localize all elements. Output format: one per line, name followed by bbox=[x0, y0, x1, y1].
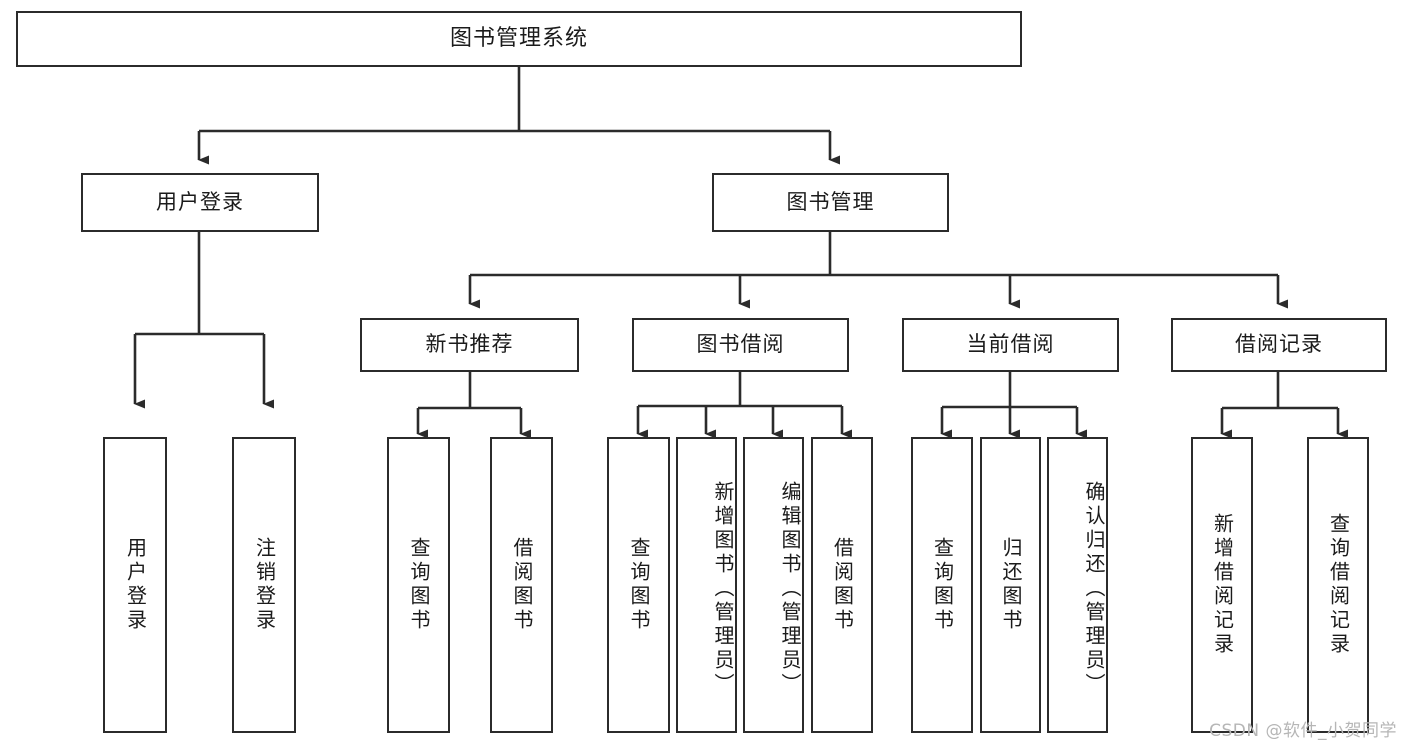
node-label: 借阅图书 bbox=[510, 537, 534, 633]
node-label: 归还图书 bbox=[999, 537, 1023, 633]
node-label: 编辑图书（管理员） bbox=[778, 481, 802, 697]
node-new-book-recommend[interactable]: 新书推荐 bbox=[360, 318, 579, 372]
leaf-user-login[interactable]: 用户登录 bbox=[103, 437, 167, 733]
leaf-user-logout[interactable]: 注销登录 bbox=[232, 437, 296, 733]
node-label: 图书借阅 bbox=[696, 332, 785, 357]
node-label: 查询图书 bbox=[407, 537, 431, 633]
leaf-add-borrow-record[interactable]: 新增借阅记录 bbox=[1191, 437, 1253, 733]
node-label: 借阅记录 bbox=[1235, 332, 1323, 357]
node-label: 新增图书（管理员） bbox=[711, 481, 735, 697]
leaf-borrow-book-recommend[interactable]: 借阅图书 bbox=[490, 437, 553, 733]
node-label: 查询图书 bbox=[930, 537, 955, 633]
node-label: 查询图书 bbox=[627, 537, 651, 633]
node-book-borrow[interactable]: 图书借阅 bbox=[632, 318, 849, 372]
node-user-login[interactable]: 用户登录 bbox=[81, 173, 319, 232]
leaf-borrow-book[interactable]: 借阅图书 bbox=[811, 437, 873, 733]
node-label: 查询借阅记录 bbox=[1326, 513, 1351, 657]
leaf-query-book-current[interactable]: 查询图书 bbox=[911, 437, 973, 733]
node-root-system[interactable]: 图书管理系统 bbox=[16, 11, 1022, 67]
leaf-confirm-return-admin[interactable]: 确认归还（管理员） bbox=[1047, 437, 1108, 733]
leaf-edit-book-admin[interactable]: 编辑图书（管理员） bbox=[743, 437, 804, 733]
node-label: 图书管理 bbox=[786, 189, 875, 214]
csdn-watermark: CSDN @软件_小贺同学 bbox=[1209, 721, 1397, 741]
node-label: 注销登录 bbox=[252, 537, 277, 633]
node-label: 当前借阅 bbox=[966, 332, 1055, 357]
node-current-borrow[interactable]: 当前借阅 bbox=[902, 318, 1119, 372]
node-label: 用户登录 bbox=[123, 537, 148, 633]
node-label: 用户登录 bbox=[156, 189, 244, 214]
leaf-return-book[interactable]: 归还图书 bbox=[980, 437, 1041, 733]
node-borrow-record[interactable]: 借阅记录 bbox=[1171, 318, 1387, 372]
node-book-manage[interactable]: 图书管理 bbox=[712, 173, 949, 232]
node-label: 借阅图书 bbox=[830, 537, 855, 633]
node-label: 图书管理系统 bbox=[449, 25, 588, 51]
node-label: 新增借阅记录 bbox=[1210, 513, 1235, 657]
leaf-query-book-borrow[interactable]: 查询图书 bbox=[607, 437, 670, 733]
leaf-query-borrow-record[interactable]: 查询借阅记录 bbox=[1307, 437, 1369, 733]
leaf-query-book-recommend[interactable]: 查询图书 bbox=[387, 437, 450, 733]
node-label: 新书推荐 bbox=[425, 332, 514, 357]
leaf-add-book-admin[interactable]: 新增图书（管理员） bbox=[676, 437, 737, 733]
node-label: 确认归还（管理员） bbox=[1082, 481, 1106, 697]
